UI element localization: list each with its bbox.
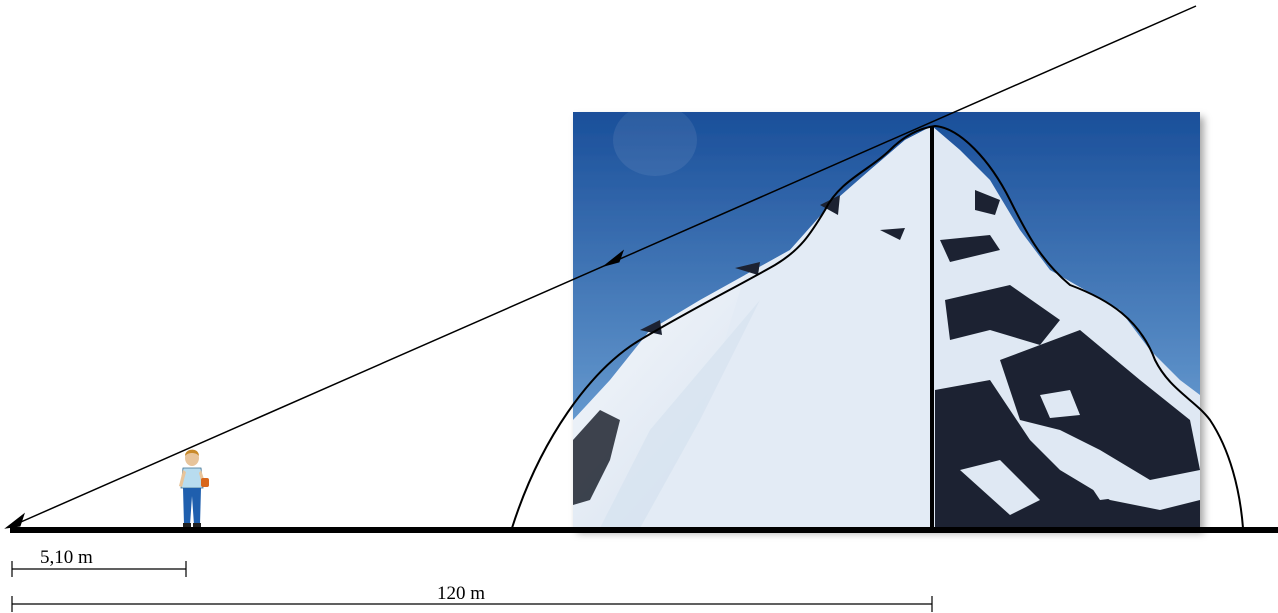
- mountain-photo: [573, 112, 1200, 528]
- sight-arrow-mid: [603, 249, 625, 267]
- mountain-distance-dimension: 120 m: [11, 583, 933, 612]
- mountain-outline: [511, 124, 1244, 529]
- person-icon: [179, 449, 209, 527]
- sight-arrow-end: [4, 512, 25, 529]
- person-distance-label: 5,10 m: [40, 547, 93, 568]
- mountain-distance-label: 120 m: [437, 583, 485, 604]
- person-distance-dimension: 5,10 m: [11, 547, 187, 577]
